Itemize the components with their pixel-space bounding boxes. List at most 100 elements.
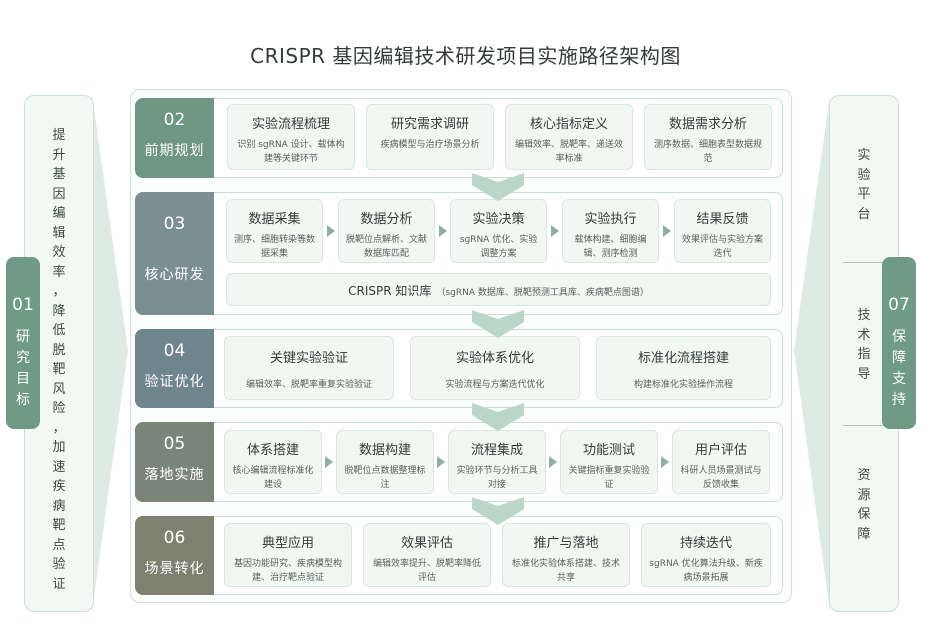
badge-char: 支 [892, 371, 906, 387]
flow-arrow-icon [327, 225, 335, 237]
card-title: 典型应用 [261, 536, 314, 551]
card-description: 效果评估与实验方案迭代 [681, 235, 763, 259]
card-description: 科研人员场景测试与反馈收集 [680, 466, 762, 490]
stage-name: 前期规划 [144, 143, 205, 159]
flow-arrow-icon [663, 225, 671, 237]
support-text-char: 平 [857, 187, 871, 202]
card-title: 数据构建 [358, 443, 411, 458]
stage-card: 持续迭代 sgRNA 优化算法升级、新疾病场景拓展 [641, 523, 771, 587]
card-title: 实验执行 [584, 212, 637, 227]
support-lab-platform: 实验平台 [830, 146, 898, 224]
stage-number: 02 [163, 110, 186, 130]
support-resource-guarantee: 资源保障 [830, 466, 898, 544]
goal-text-char: 病 [52, 498, 66, 514]
stage-number: 05 [163, 434, 186, 454]
stage-card: 结果反馈 效果评估与实验方案迭代 [674, 199, 771, 263]
support-text-char: 资 [857, 468, 871, 483]
card-title: 数据分析 [360, 212, 413, 227]
card-description: 关键指标重复实验验证 [568, 466, 650, 490]
goal-text-char: ， [52, 284, 66, 299]
down-chevron-icon [472, 310, 524, 338]
goal-text-char: 效 [52, 245, 66, 260]
stage-card: 实验体系优化 实验流程与方案迭代优化 [410, 336, 580, 400]
stage-card: 流程集成 实验环节与分析工具对接 [448, 430, 546, 494]
card-description: 编辑效率、脱靶率重复实验验证 [245, 380, 372, 390]
support-text-char: 实 [857, 148, 871, 163]
stage-name: 场景转化 [144, 561, 205, 577]
card-description: 构建标准化实验操作流程 [633, 380, 733, 390]
goal-badge-number: 01 [12, 295, 34, 315]
card-description: 编辑效率、脱靶率、递送效率标准 [514, 140, 623, 164]
goal-text-char: 升 [52, 147, 66, 163]
flow-arrow-icon [661, 456, 669, 468]
card-description: 识别 sgRNA 设计、载体构建等关键环节 [237, 140, 345, 164]
stage-card: 效果评估 编辑效率提升、脱靶率降低评估 [363, 523, 491, 587]
goal-text-char: 风 [52, 381, 66, 397]
card-title: 数据采集 [248, 212, 301, 227]
stage-number: 06 [163, 528, 186, 548]
page-title: CRISPR 基因编辑技术研发项目实施路径架构图 [250, 44, 681, 68]
goal-text-char: 验 [52, 557, 66, 572]
knowledge-base: CRISPR 知识库 （sgRNA 数据库、脱靶预测工具库、疾病靶点图谱） [226, 273, 771, 306]
stage-card: 典型应用 基因功能研究、疾病模型构建、治疗靶点验证 [224, 523, 352, 587]
stage-card: 数据分析 脱靶位点解析、文献数据库匹配 [338, 199, 435, 263]
card-title: 功能测试 [582, 443, 635, 458]
support-badge: 07 保障支持 [882, 257, 916, 429]
card-description: 载体构建、细胞编辑、测序检测 [574, 235, 647, 259]
stage-card: 关键实验验证 编辑效率、脱靶率重复实验验证 [224, 336, 394, 400]
goal-text-char: 因 [52, 186, 66, 202]
badge-char: 持 [892, 392, 906, 408]
card-description: 核心编辑流程标准化建设 [232, 466, 314, 490]
goal-text-char: ， [52, 420, 66, 436]
card-title: 实验体系优化 [455, 351, 534, 366]
stage-label: 04 验证优化 [135, 329, 214, 408]
knowledge-base-description: （sgRNA 数据库、脱靶预测工具库、疾病靶点图谱） [436, 288, 649, 298]
goal-text-char: 编 [52, 206, 66, 221]
card-description: sgRNA 优化算法升级、新疾病场景拓展 [649, 559, 763, 583]
card-title: 核心指标定义 [529, 117, 608, 132]
support-text-char: 保 [857, 507, 871, 522]
stage-card: 研究需求调研 疾病模型与治疗场景分析 [366, 104, 494, 170]
stage-label: 05 落地实施 [135, 422, 214, 502]
card-title: 标准化流程搭建 [637, 351, 729, 366]
stage-card: 实验执行 载体构建、细胞编辑、测序检测 [562, 199, 659, 263]
badge-char: 究 [16, 350, 30, 366]
card-description: 测序、细胞转染等数据采集 [233, 235, 315, 259]
stage-label: 06 场景转化 [135, 516, 214, 595]
knowledge-base-title: CRISPR 知识库 [348, 284, 432, 298]
badge-char: 保 [892, 329, 906, 345]
card-title: 实验流程梳理 [251, 117, 330, 132]
support-tech-guidance: 技术指导 [830, 306, 898, 384]
card-description: 基因功能研究、疾病模型构建、治疗靶点验证 [233, 559, 342, 583]
goal-badge: 01 研究目标 [6, 257, 40, 429]
support-text-char: 障 [857, 526, 871, 542]
flow-arrow-icon [551, 225, 559, 237]
support-text-char: 验 [857, 167, 871, 183]
badge-char: 目 [16, 371, 30, 387]
card-title: 研究需求调研 [390, 117, 469, 132]
goal-text-char: 疾 [52, 479, 66, 494]
card-description: 实验流程与方案迭代优化 [445, 380, 545, 390]
support-divider [843, 262, 885, 263]
stage-label: 03 核心研发 [135, 192, 214, 315]
goal-text-char: 提 [52, 128, 66, 143]
support-text-char: 源 [857, 487, 871, 503]
card-title: 数据需求分析 [668, 117, 747, 132]
support-badge-label: 保障支持 [882, 327, 916, 411]
goal-text-char: 靶 [52, 362, 66, 377]
card-title: 实验决策 [472, 212, 525, 227]
stage-card: 功能测试 关键指标重复实验验证 [560, 430, 658, 494]
flow-arrow-icon [437, 456, 445, 468]
goal-badge-label: 研究目标 [6, 327, 40, 411]
stage-card: 标准化流程搭建 构建标准化实验操作流程 [596, 336, 771, 400]
flow-arrow-icon [439, 225, 447, 237]
stage-card: 用户评估 科研人员场景测试与反馈收集 [672, 430, 770, 494]
stage-card: 推广与落地 标准化实验体系搭建、技术共享 [502, 523, 630, 587]
support-text-char: 导 [857, 366, 871, 382]
goal-description: 提升基因编辑效率，降低脱靶风险，加速疾病靶点验证 [25, 126, 93, 594]
goal-text-char: 险 [52, 401, 66, 416]
support-text-char: 台 [857, 206, 871, 222]
flow-arrow-icon [549, 456, 557, 468]
support-text-char: 技 [857, 308, 871, 323]
card-description: 实验环节与分析工具对接 [456, 466, 538, 490]
